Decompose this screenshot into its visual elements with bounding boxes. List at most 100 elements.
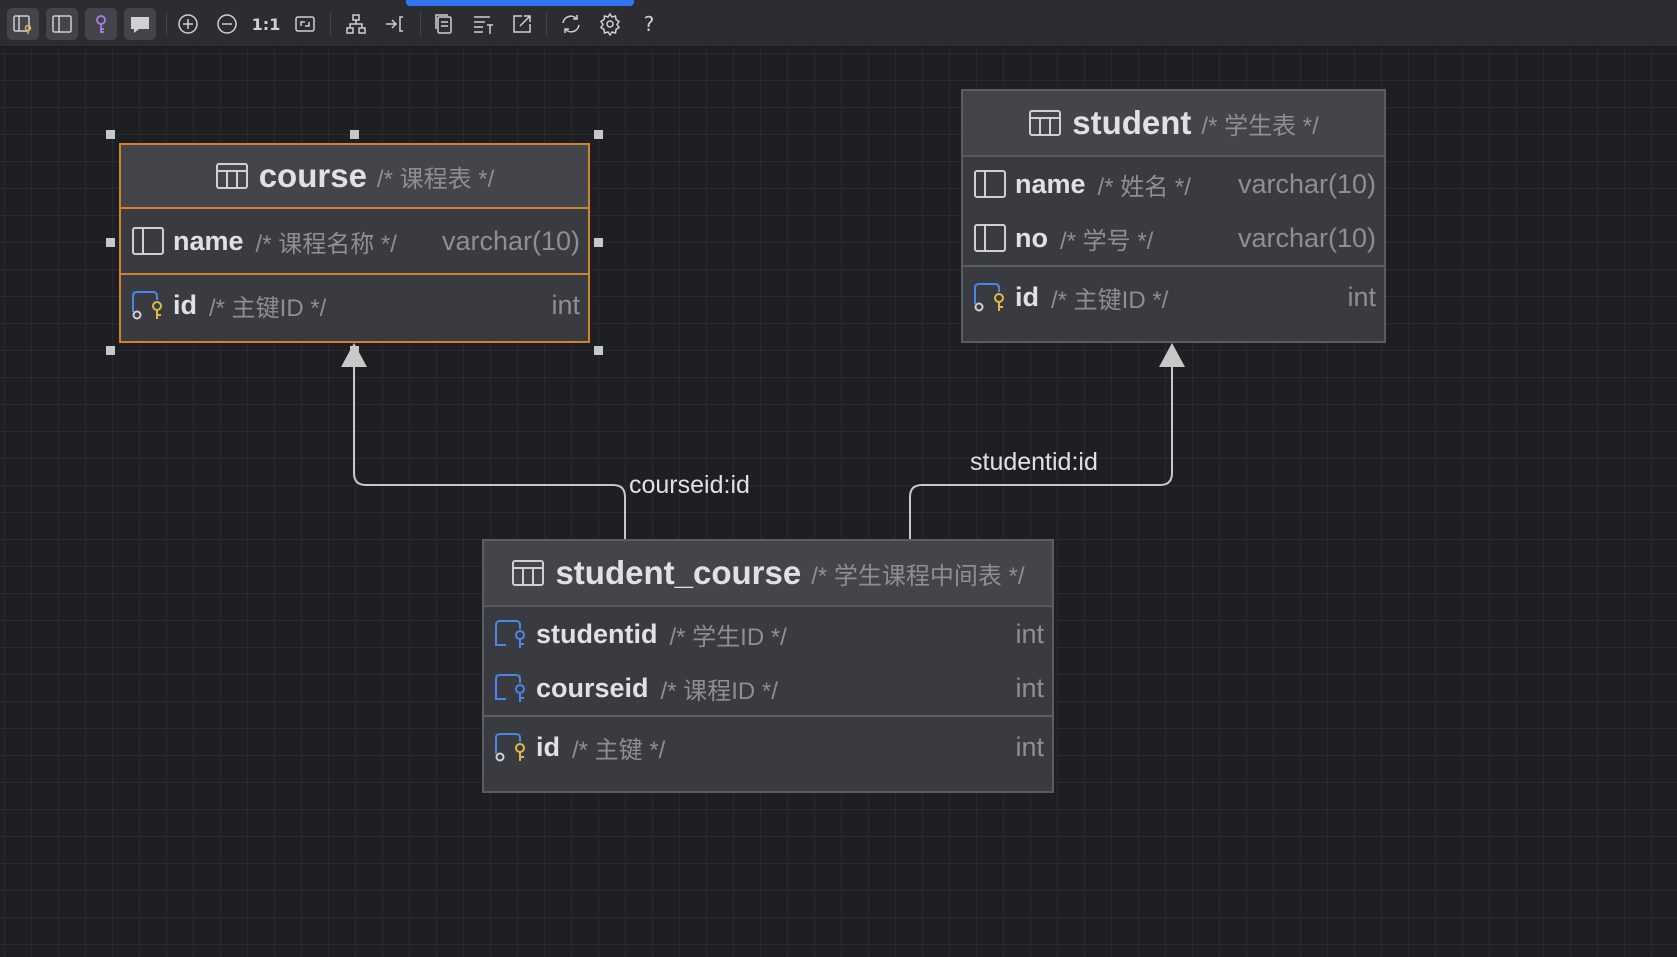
- show-table-button[interactable]: [46, 8, 78, 40]
- column-type: varchar(10): [441, 225, 580, 256]
- help-button[interactable]: ?: [633, 8, 665, 40]
- column-row[interactable]: studentid /* 学生ID */ int: [484, 607, 1052, 661]
- show-text-button[interactable]: [467, 8, 499, 40]
- column-name: id: [536, 731, 560, 762]
- column-icon: [974, 224, 1006, 252]
- toolbar-separator: [330, 12, 331, 36]
- resize-handle-bottom-left[interactable]: [106, 346, 115, 355]
- column-name: name: [173, 225, 244, 256]
- column-comment: /* 主键 */: [572, 736, 666, 764]
- column-name: studentid: [536, 618, 658, 649]
- column-comment: /* 学生ID */: [669, 623, 787, 651]
- column-type: int: [1015, 672, 1044, 703]
- column-type: int: [1015, 731, 1044, 762]
- resize-handle-bottom[interactable]: [350, 346, 359, 355]
- table-name: course: [258, 157, 367, 194]
- layout-button[interactable]: [340, 8, 372, 40]
- actual-size-label: 1:1: [251, 14, 281, 34]
- resize-handle-top[interactable]: [350, 130, 359, 139]
- copy-icon: [435, 14, 452, 34]
- table-student-course[interactable]: student_course /* 学生课程中间表 */ studentid /…: [482, 539, 1054, 793]
- show-columns-icon: [13, 15, 32, 34]
- table-name: student: [1072, 104, 1192, 141]
- zoom-in-icon: [178, 14, 198, 34]
- table-icon: [512, 560, 545, 586]
- table-header: course /* 课程表 */: [121, 145, 588, 209]
- diagram-toolbar: 1:1: [0, 0, 1677, 47]
- key-divider: [963, 265, 1384, 267]
- show-text-icon: [474, 16, 493, 34]
- column-name: no: [1015, 222, 1048, 253]
- zoom-in-button[interactable]: [172, 8, 204, 40]
- foreign-key-icon: [495, 620, 525, 648]
- column-row[interactable]: id /* 主键ID */ int: [963, 267, 1384, 327]
- settings-button[interactable]: [594, 8, 626, 40]
- column-comment: /* 主键ID */: [1051, 286, 1169, 314]
- refresh-button[interactable]: [555, 8, 587, 40]
- column-comment: /* 课程名称 */: [255, 230, 397, 258]
- diagram-canvas[interactable]: [0, 47, 1677, 957]
- column-type: varchar(10): [1237, 222, 1376, 253]
- table-student[interactable]: student /* 学生表 */ name /* 姓名 */ varchar(…: [961, 89, 1386, 343]
- column-type: int: [1347, 281, 1376, 312]
- column-comment: /* 课程ID */: [660, 677, 778, 705]
- column-type: int: [1015, 618, 1044, 649]
- column-row[interactable]: name /* 姓名 */ varchar(10): [963, 157, 1384, 211]
- show-table-icon: [52, 15, 72, 33]
- resize-handle-bottom-right[interactable]: [594, 346, 603, 355]
- primary-key-icon: [132, 291, 162, 320]
- go-to-source-icon: [386, 16, 403, 32]
- show-keys-icon: [96, 15, 106, 33]
- column-row[interactable]: courseid /* 课程ID */ int: [484, 661, 1052, 715]
- column-type: varchar(10): [1237, 168, 1376, 199]
- table-course[interactable]: course /* 课程表 */ name /* 课程名称 */ varchar…: [119, 143, 590, 343]
- column-name: id: [1015, 281, 1039, 312]
- loading-progress-bar: [406, 0, 634, 6]
- layout-icon: [346, 14, 366, 34]
- table-icon: [215, 163, 248, 189]
- column-name: name: [1015, 168, 1086, 199]
- settings-icon: [599, 12, 621, 36]
- column-row[interactable]: no /* 学号 */ varchar(10): [963, 211, 1384, 265]
- show-comments-button[interactable]: [124, 8, 156, 40]
- table-header: student_course /* 学生课程中间表 */: [484, 541, 1052, 607]
- primary-key-icon: [495, 733, 525, 762]
- column-icon: [132, 227, 164, 255]
- resize-handle-top-right[interactable]: [594, 130, 603, 139]
- copy-button[interactable]: [428, 8, 460, 40]
- go-to-source-button[interactable]: [379, 8, 411, 40]
- table-comment: /* 学生表 */: [1201, 112, 1319, 140]
- resize-handle-right[interactable]: [594, 238, 603, 247]
- table-name: student_course: [555, 554, 802, 591]
- export-button[interactable]: [506, 8, 538, 40]
- column-name: id: [173, 289, 197, 320]
- relation-label-studentid: studentid:id: [970, 448, 1098, 476]
- toolbar-separator: [546, 12, 547, 36]
- column-name: courseid: [536, 672, 649, 703]
- refresh-icon: [562, 15, 580, 33]
- zoom-out-button[interactable]: [211, 8, 243, 40]
- toolbar-separator: [166, 12, 167, 36]
- column-row[interactable]: name /* 课程名称 */ varchar(10): [121, 209, 588, 273]
- zoom-out-icon: [217, 14, 237, 34]
- table-header: student /* 学生表 */: [963, 91, 1384, 157]
- table-icon: [1029, 110, 1062, 136]
- toolbar-separator: [420, 12, 421, 36]
- help-icon: ?: [643, 12, 655, 36]
- column-row[interactable]: id /* 主键ID */ int: [121, 275, 588, 335]
- fit-content-icon: [295, 16, 315, 32]
- show-columns-button[interactable]: [7, 8, 39, 40]
- table-comment: /* 课程表 */: [376, 165, 495, 193]
- show-keys-button[interactable]: [85, 8, 117, 40]
- resize-handle-top-left[interactable]: [106, 130, 115, 139]
- table-comment: /* 学生课程中间表 */: [811, 562, 1025, 590]
- export-icon: [513, 15, 531, 33]
- column-comment: /* 主键ID */: [209, 294, 327, 322]
- resize-handle-left[interactable]: [106, 238, 115, 247]
- primary-key-icon: [974, 283, 1004, 312]
- fit-content-button[interactable]: [289, 8, 321, 40]
- actual-size-button[interactable]: 1:1: [250, 8, 282, 40]
- key-divider: [121, 273, 588, 275]
- column-row[interactable]: id /* 主键 */ int: [484, 717, 1052, 777]
- column-icon: [974, 170, 1006, 198]
